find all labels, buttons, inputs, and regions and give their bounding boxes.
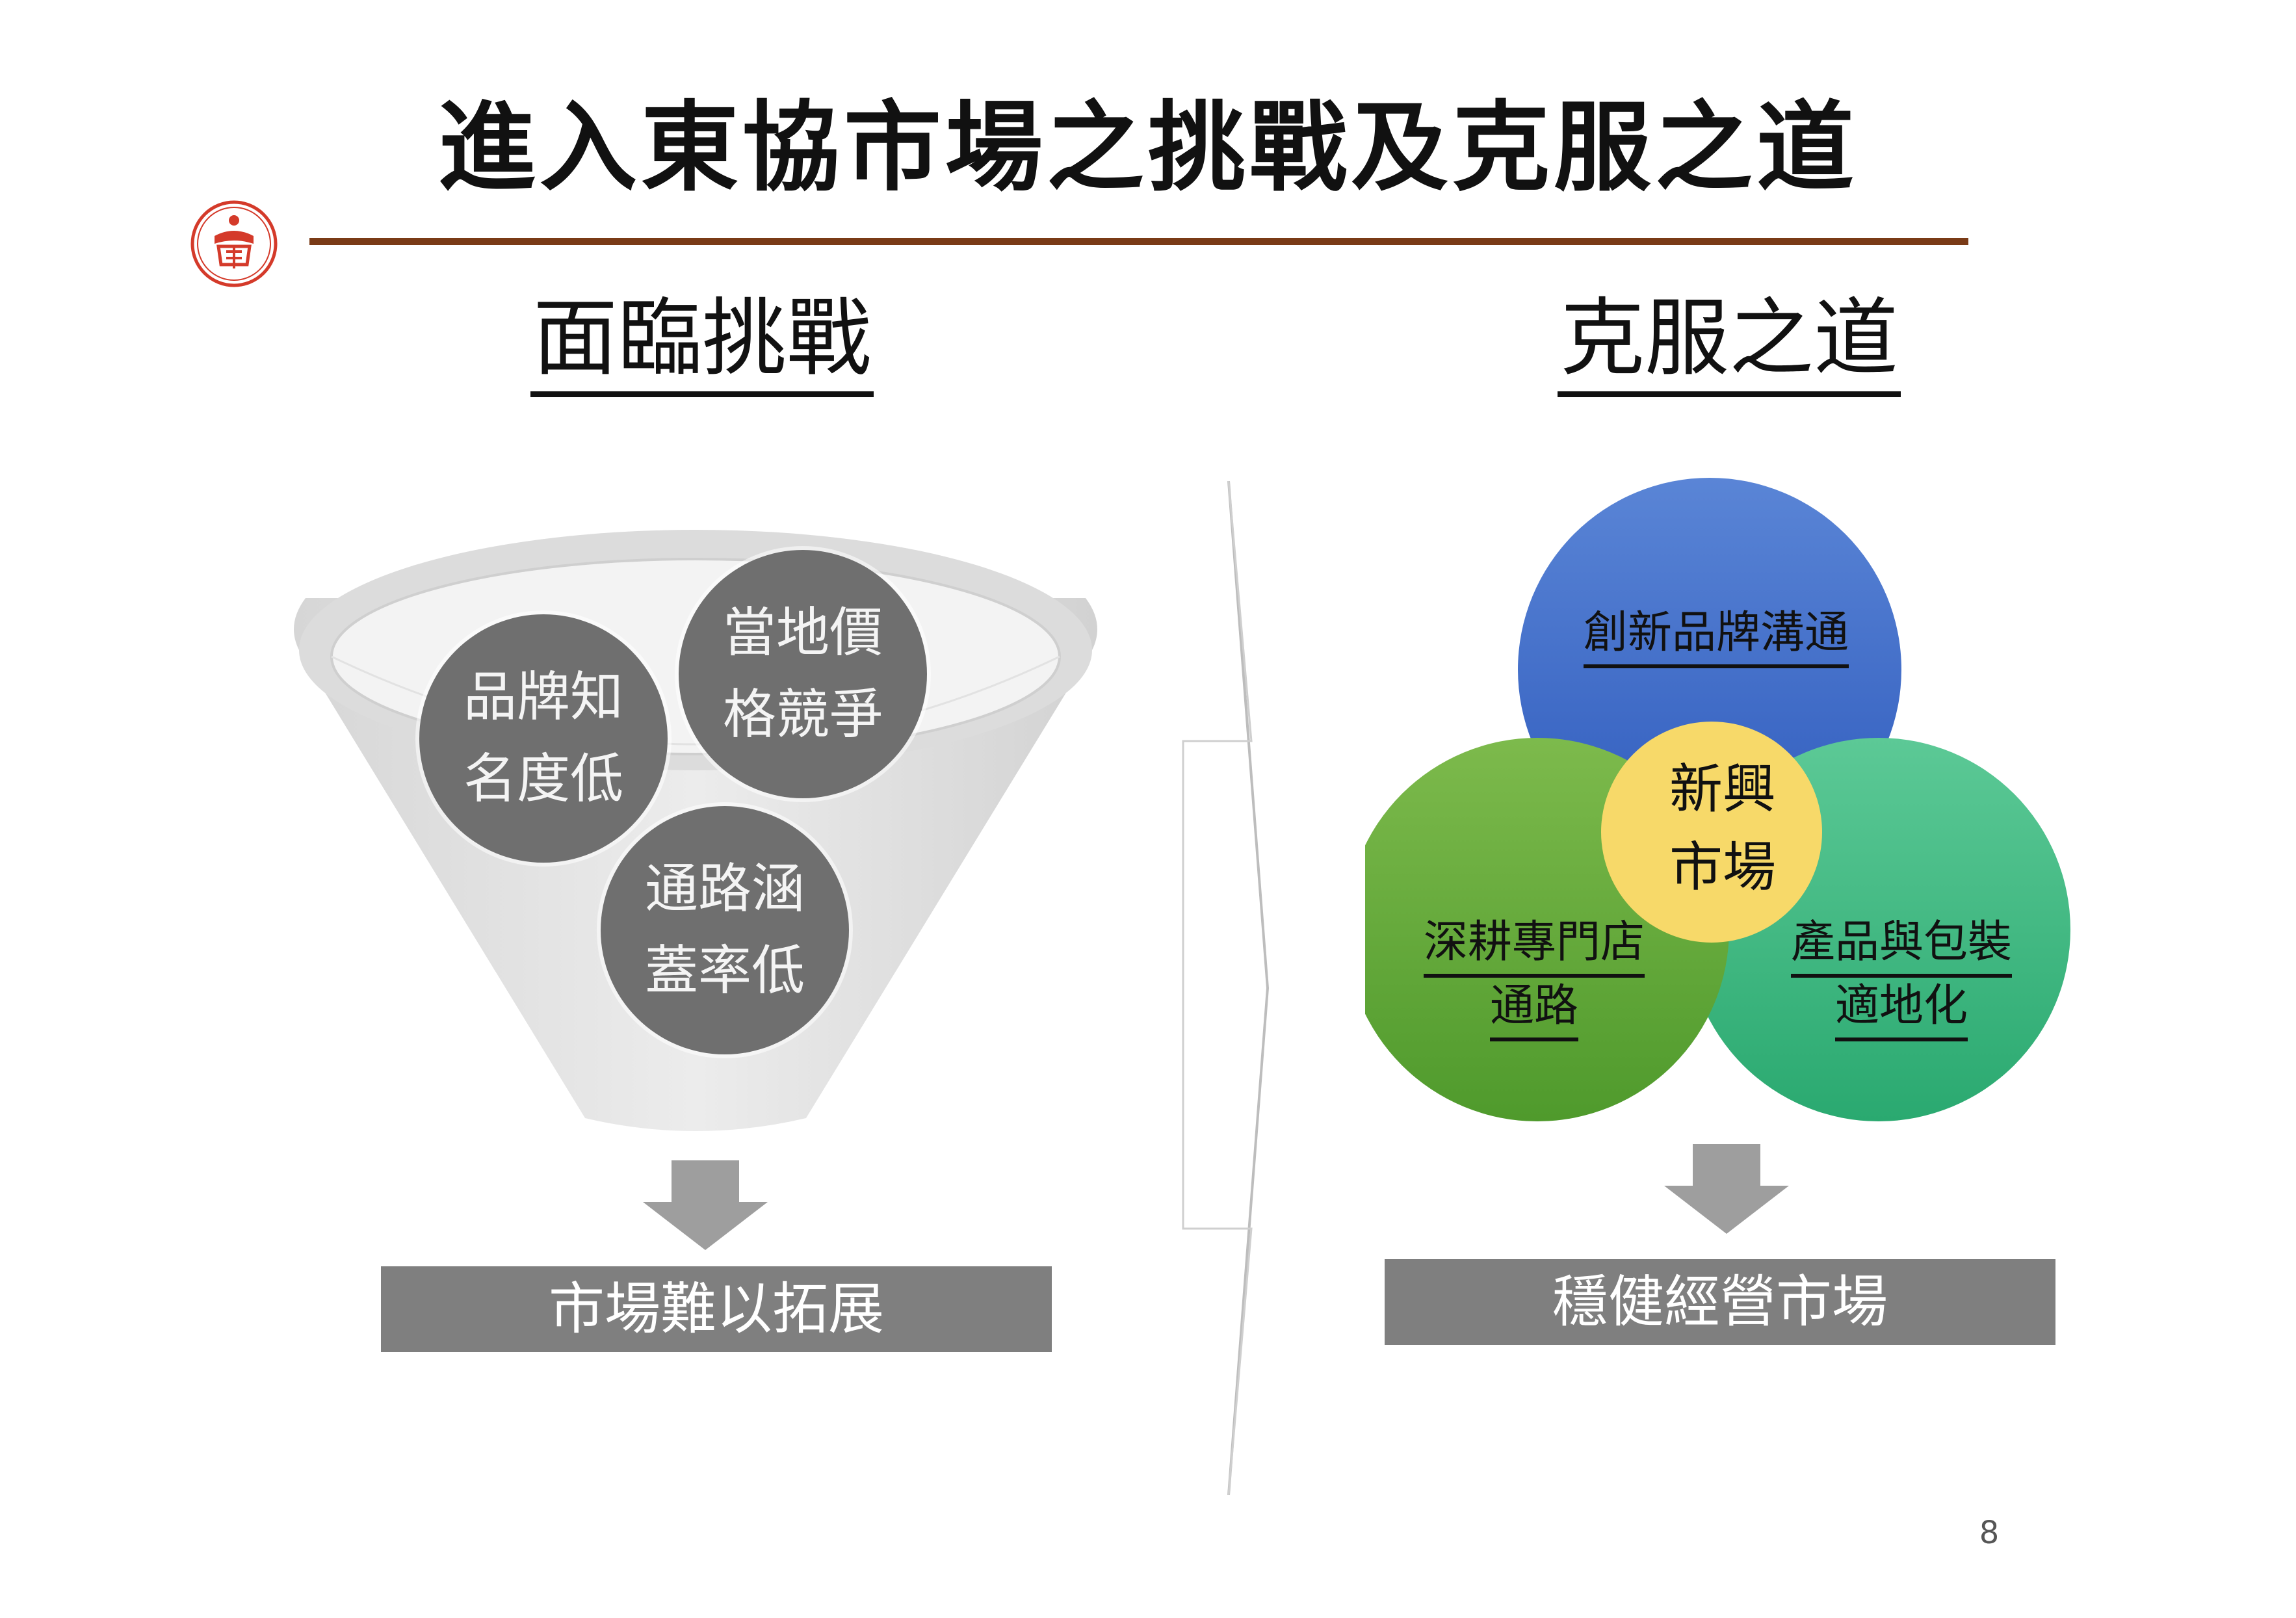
page-number: 8 [1979,1515,2000,1551]
challenge-result-box: 市場難以拓展 [381,1266,1052,1352]
bubble-line: 當地價 [722,602,883,664]
down-arrow-icon [643,1160,768,1250]
challenge-bubble-brand-awareness: 品牌知 名度低 [419,614,668,863]
bubble-line: 名度低 [463,748,623,810]
venn-label-specialty-store-channel: 深耕專門店 通路 [1398,914,1671,1041]
bubble-line: 品牌知 [463,666,623,728]
challenges-heading: 面臨挑戰 [494,286,910,397]
title-underline-rule [309,238,1968,245]
bubble-line: 通路涵 [644,858,805,920]
bubble-line: 格競爭 [722,684,883,746]
venn-label-brand-communication: 創新品牌溝通 [1547,605,1885,668]
divider-chevron [1182,481,1270,1495]
solution-result-box: 穩健經營市場 [1385,1259,2055,1345]
challenge-bubble-channel-coverage: 通路涵 蓋率低 [601,806,849,1054]
challenge-bubble-local-price: 當地價 格競爭 [679,550,927,798]
bubble-line: 蓋率低 [644,940,805,1002]
venn-label-emerging-market: 新興 市場 [1669,759,1776,898]
venn-circle-center [1601,722,1822,943]
down-arrow-icon [1664,1144,1789,1234]
solutions-heading: 克服之道 [1521,286,1937,397]
venn-diagram [1365,478,2070,1121]
company-seal-logo-icon [190,200,278,287]
venn-label-product-localization: 產品與包裝 適地化 [1755,914,2048,1041]
page-title: 進入東協市場之挑戰及克服之道 [437,92,1858,205]
